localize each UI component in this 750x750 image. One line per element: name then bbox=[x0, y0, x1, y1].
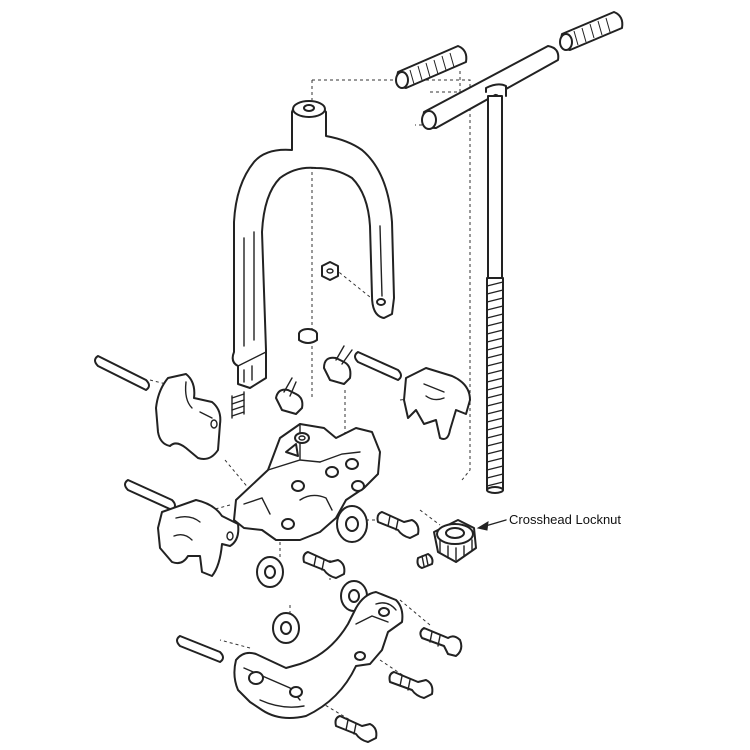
roller-lower-left bbox=[272, 612, 300, 644]
lower-roller-holder bbox=[233, 591, 404, 719]
dowel-pin-middle-left bbox=[124, 479, 176, 511]
dowel-pin-upper-right bbox=[354, 351, 402, 381]
roller-holder-right bbox=[403, 367, 471, 440]
torsion-spring-right bbox=[323, 345, 353, 385]
roller-holder-left bbox=[155, 373, 222, 460]
spacer-washer bbox=[298, 328, 318, 344]
callout-leader bbox=[476, 519, 507, 531]
roller-upper-right bbox=[336, 505, 368, 543]
handle-grip-left bbox=[395, 45, 468, 89]
shoulder-bolt-middle bbox=[302, 551, 346, 579]
roller-holder-lower-left bbox=[157, 499, 240, 577]
set-screw bbox=[416, 553, 434, 569]
roller-middle-left bbox=[256, 556, 284, 588]
shoulder-bolt-bottom bbox=[334, 715, 378, 743]
shoulder-bolt-lower-right bbox=[419, 627, 463, 657]
small-nut bbox=[321, 261, 339, 281]
torsion-spring-left bbox=[275, 377, 304, 415]
crosshead-body bbox=[233, 423, 381, 541]
dowel-pin-lower-left bbox=[176, 635, 224, 663]
crosshead-locknut bbox=[433, 519, 477, 563]
t-handle-feed-screw bbox=[421, 45, 560, 494]
handle-grip-right bbox=[559, 11, 624, 51]
dowel-pin-upper-left bbox=[94, 355, 150, 391]
crosshead-locknut-label: Crosshead Locknut bbox=[509, 512, 622, 527]
shoulder-bolt-bottom-right bbox=[388, 671, 434, 699]
shoulder-bolt-right bbox=[376, 511, 420, 539]
compression-spring bbox=[231, 391, 245, 419]
yoke-frame bbox=[231, 100, 395, 389]
